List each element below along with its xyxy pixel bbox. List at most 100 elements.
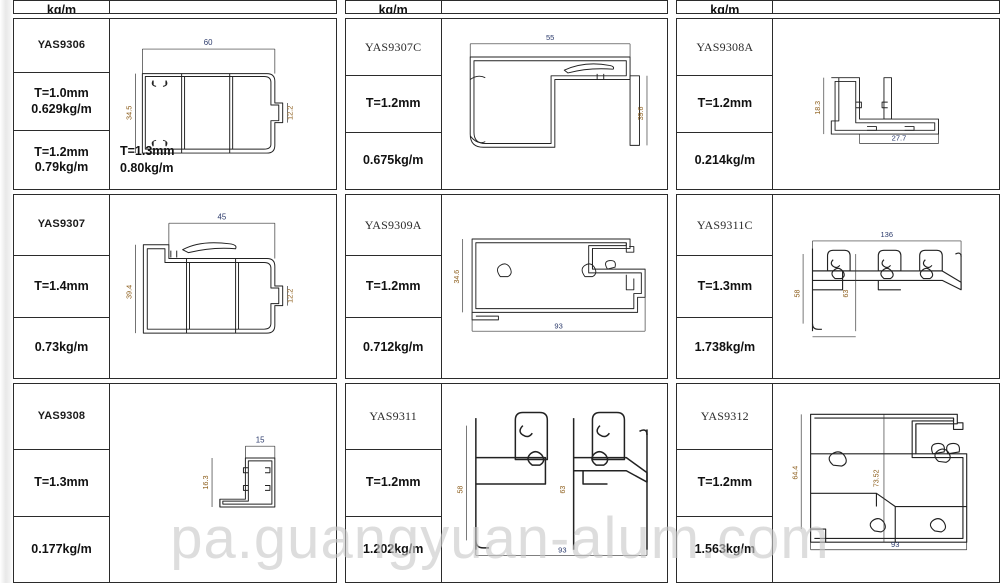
dim-height-yas9309a: 34.6 <box>454 270 461 284</box>
dim-width-yas9307: 45 <box>217 212 226 221</box>
thickness-value: T=1.3mm <box>34 475 89 490</box>
dim-width-yas9307c: 55 <box>546 33 554 42</box>
thickness-value: T=1.0mm <box>34 86 89 101</box>
profile-code: YAS9312 <box>700 409 749 424</box>
thickness-value: T=1.2mm <box>365 278 421 293</box>
profile-code: YAS9307C <box>365 39 422 54</box>
table-row[interactable]: YAS9306 T=1.0mm 0.629kg/m T=1.2mm 0.79kg… <box>13 18 337 190</box>
thickness-value: T=1.3mm <box>697 278 753 293</box>
dim-width-yas9311c: 136 <box>881 230 894 239</box>
thickness-value: T=1.2mm <box>697 475 753 490</box>
spec-cell-group: YAS9307 T=1.4mm 0.73kg/m <box>14 195 110 378</box>
thickness-cell: T=1.2mm <box>677 75 773 132</box>
table-row[interactable]: YAS9308 T=1.3mm 0.177kg/m <box>13 383 337 583</box>
note-thickness: T=1.3mm <box>120 144 175 159</box>
profile-code: YAS9306 <box>37 38 86 51</box>
profile-drawing-yas9307: 45 39.4 12.2 <box>110 195 336 378</box>
dim-height-yas9306: 34.5 <box>125 106 134 120</box>
weight-value: 0.214kg/m <box>694 153 756 168</box>
thickness-value: T=1.4mm <box>34 278 89 293</box>
thickness-value: T=1.2mm <box>365 475 421 490</box>
table-row[interactable]: YAS9307C T=1.2mm 0.675kg/m <box>344 18 669 190</box>
note-block-yas9306: T=1.3mm 0.80kg/m <box>120 143 175 177</box>
dim-width-yas9308a: 27.7 <box>892 134 907 143</box>
table-row[interactable]: YAS9312 T=1.2mm 1.563kg/m <box>676 383 1000 583</box>
profile-code-cell: YAS9311 <box>346 384 441 449</box>
table-row[interactable]: YAS9309A T=1.2mm 0.712kg/m <box>344 194 669 379</box>
profile-table-grid: kg/m YAS9306 T=1.0mm 0.629kg/m T=1.2mm <box>13 0 1000 583</box>
partial-weight-label-3: kg/m <box>710 3 740 14</box>
profile-code: YAS9309A <box>364 217 422 232</box>
thickness-cell: T=1.3mm <box>14 449 109 515</box>
profile-code-cell: YAS9308A <box>677 19 772 75</box>
profile-code: YAS9308 <box>37 409 86 422</box>
partial-weight-label-2: kg/m <box>378 3 408 14</box>
thickness-cell: T=1.4mm <box>14 255 109 316</box>
weight-value: 1.202kg/m <box>362 541 424 556</box>
dim-detail-yas9311c: 63 <box>844 290 851 298</box>
profile-drawing-yas9312: 64.4 73.52 93 <box>773 384 999 582</box>
weight-value: 0.675kg/m <box>362 153 424 168</box>
table-column-3: kg/m YAS9308A T=1.2mm 0.214kg/m <box>676 0 1000 583</box>
weight-cell: 1.202kg/m <box>345 515 441 582</box>
profile-drawing-yas9308: 15 16.3 <box>110 384 336 582</box>
profile-drawing-yas9311: 58 63 93 <box>442 384 668 582</box>
dim-height-yas9307: 39.4 <box>125 285 134 299</box>
table-row[interactable]: YAS9308A T=1.2mm 0.214kg/m <box>676 18 1000 190</box>
weight-cell: 0.675kg/m <box>345 132 441 189</box>
thickness-weight-cell-2: T=1.2mm 0.79kg/m <box>14 130 109 189</box>
spec-cell-group: YAS9309A T=1.2mm 0.712kg/m <box>345 195 442 378</box>
weight-value: 0.177kg/m <box>31 541 92 556</box>
spec-cell-group: YAS9306 T=1.0mm 0.629kg/m T=1.2mm 0.79kg… <box>14 19 110 189</box>
table-row[interactable]: YAS9311C T=1.3mm 1.738kg/m <box>676 194 1000 379</box>
spec-cell-group: YAS9311C T=1.3mm 1.738kg/m <box>677 195 774 378</box>
thickness-value: T=1.2mm <box>697 96 753 111</box>
weight-cell: 0.712kg/m <box>345 316 441 378</box>
profile-code-cell: YAS9307C <box>346 19 441 75</box>
dim-height-yas9308a: 18.3 <box>815 101 822 115</box>
weight-value-2: 0.79kg/m <box>34 160 89 175</box>
spec-cell-group: YAS9311 T=1.2mm 1.202kg/m <box>345 384 442 582</box>
partial-row-top-3: kg/m <box>676 0 1000 14</box>
thickness-weight-cell-1: T=1.0mm 0.629kg/m <box>14 71 109 131</box>
partial-row-top-1: kg/m <box>13 0 337 14</box>
spec-cell-group: YAS9308 T=1.3mm 0.177kg/m <box>14 384 110 582</box>
thickness-cell: T=1.2mm <box>345 75 441 132</box>
spec-cell-group: YAS9307C T=1.2mm 0.675kg/m <box>345 19 442 189</box>
dim-width-yas9308: 15 <box>256 435 265 444</box>
dim-width-yas9312: 93 <box>891 540 899 549</box>
dim-width-yas9309a: 93 <box>554 321 562 330</box>
partial-row-top-2: kg/m <box>344 0 669 14</box>
profile-code-cell: YAS9311C <box>677 195 772 255</box>
profile-drawing-yas9308a: 18.3 27.7 <box>773 19 999 189</box>
profile-code-cell: YAS9308 <box>14 384 109 449</box>
thickness-cell: T=1.2mm <box>677 449 773 515</box>
dim-detail-yas9311: 63 <box>560 486 567 494</box>
thickness-value: T=1.2mm <box>365 96 421 111</box>
table-row[interactable]: YAS9311 T=1.2mm 1.202kg/m <box>344 383 669 583</box>
dim-height-yas9312: 64.4 <box>793 466 800 480</box>
dim-detail-yas9307: 12.2 <box>285 289 294 303</box>
weight-value: 0.629kg/m <box>31 101 92 116</box>
spec-cell-group: YAS9312 T=1.2mm 1.563kg/m <box>677 384 774 582</box>
partial-weight-label-1: kg/m <box>46 3 77 14</box>
dim-detail-yas9312: 73.52 <box>874 469 881 487</box>
profile-code-cell: YAS9306 <box>14 19 109 72</box>
weight-value: 1.738kg/m <box>694 340 756 354</box>
profile-code: YAS9308A <box>696 39 754 54</box>
page-margin-edge <box>0 0 13 583</box>
profile-drawing-yas9306: 60 34.5 12.2 T=1.3mm 0.80kg/m <box>110 19 336 189</box>
profile-drawing-yas9309a: 34.6 93 <box>442 195 668 378</box>
spec-cell-group: YAS9308A T=1.2mm 0.214kg/m <box>677 19 774 189</box>
profile-code: YAS9311 <box>369 409 417 424</box>
table-row[interactable]: YAS9307 T=1.4mm 0.73kg/m <box>13 194 337 379</box>
dim-height-yas9307c: 39.6 <box>638 106 645 120</box>
thickness-cell: T=1.2mm <box>345 449 441 515</box>
dim-detail-yas9306: 12.2 <box>285 106 294 120</box>
weight-cell: 1.563kg/m <box>677 515 773 582</box>
dim-width-yas9306: 60 <box>204 38 213 47</box>
weight-cell: 0.73kg/m <box>14 316 109 378</box>
note-weight: 0.80kg/m <box>120 161 174 176</box>
weight-value: 0.712kg/m <box>362 340 424 354</box>
